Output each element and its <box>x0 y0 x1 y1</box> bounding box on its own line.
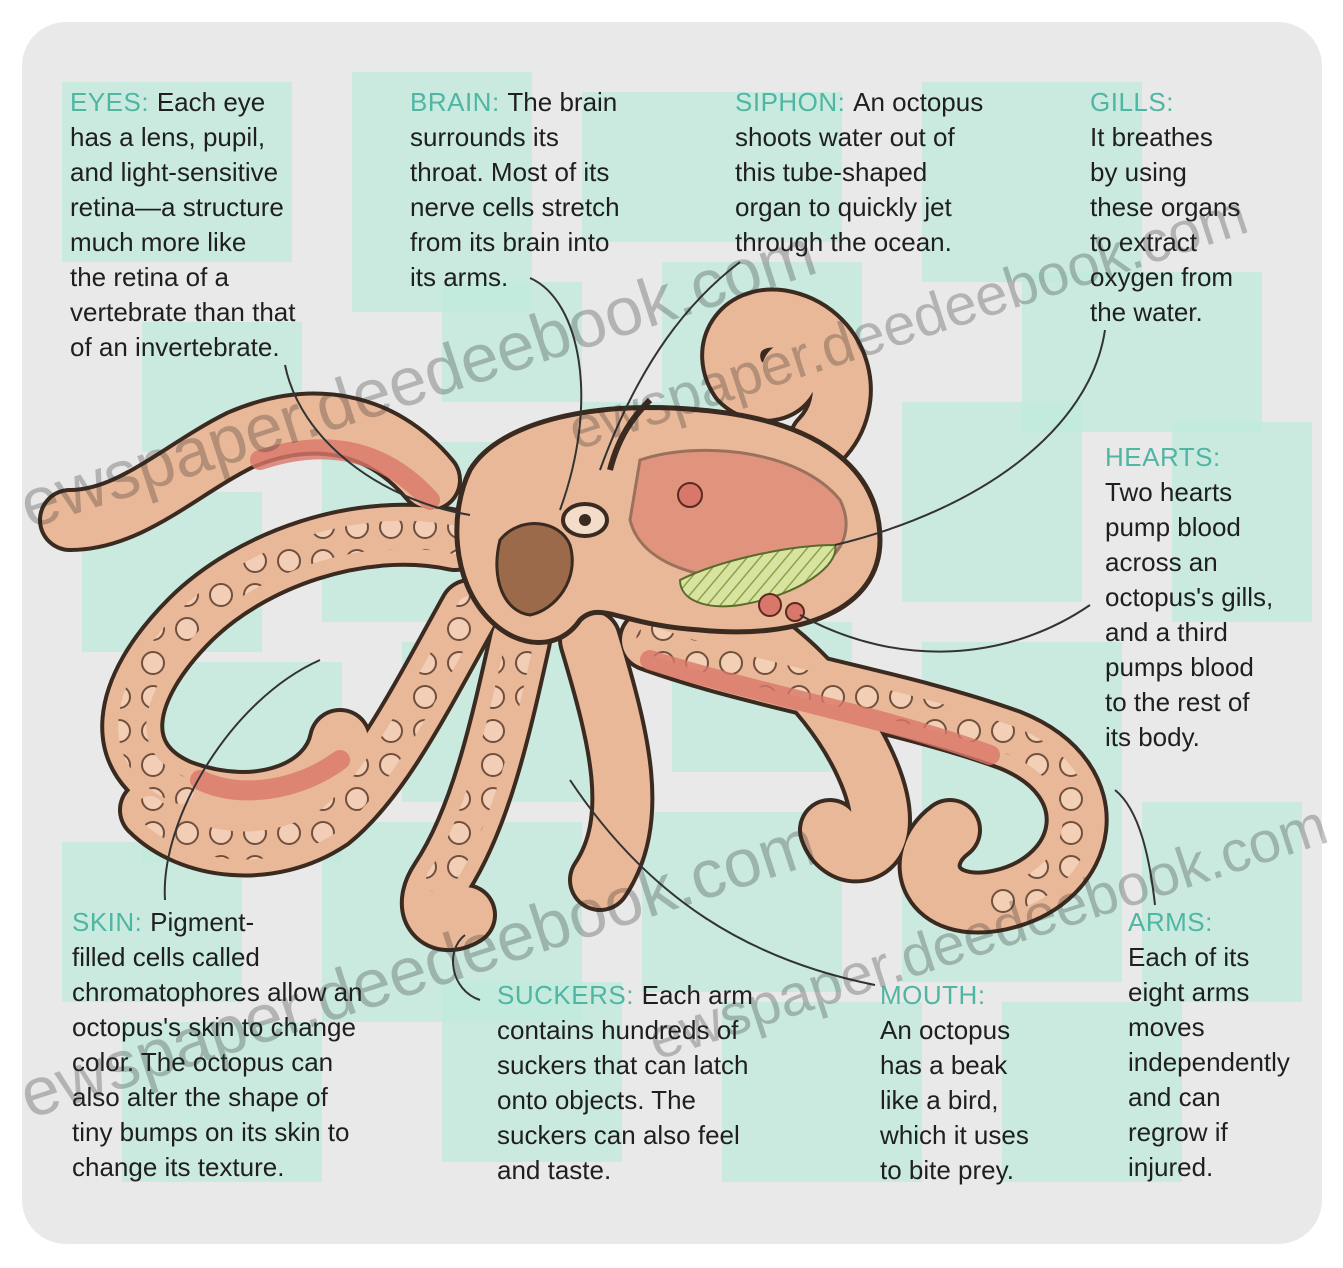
eyes-heading: EYES: <box>70 87 157 117</box>
gills-heading: GILLS: <box>1090 85 1290 120</box>
arms-label: ARMS: Each of its eight arms moves indep… <box>1128 905 1318 1185</box>
skin-heading: SKIN: <box>72 907 150 937</box>
hearts-heading: HEARTS: <box>1105 440 1305 475</box>
mouth-text: An octopus has a beak like a bird, which… <box>880 1015 1029 1185</box>
hearts-text: Two hearts pump blood across an octopus'… <box>1105 477 1273 752</box>
mouth-label: MOUTH: An octopus has a beak like a bird… <box>880 978 1080 1188</box>
eyes-label: EYES: Each eye has a lens, pupil, and li… <box>70 85 370 365</box>
siphon-heading: SIPHON: <box>735 87 853 117</box>
eyes-text: Each eye has a lens, pupil, and light-se… <box>70 87 295 362</box>
hearts-label: HEARTS: Two hearts pump blood across an … <box>1105 440 1305 755</box>
suckers-heading: SUCKERS: <box>497 980 642 1010</box>
octopus-eye <box>563 504 607 536</box>
brain-text: The brain surrounds its throat. Most of … <box>410 87 620 292</box>
brain-heading: BRAIN: <box>410 87 507 117</box>
arms-text: Each of its eight arms moves independent… <box>1128 942 1290 1182</box>
